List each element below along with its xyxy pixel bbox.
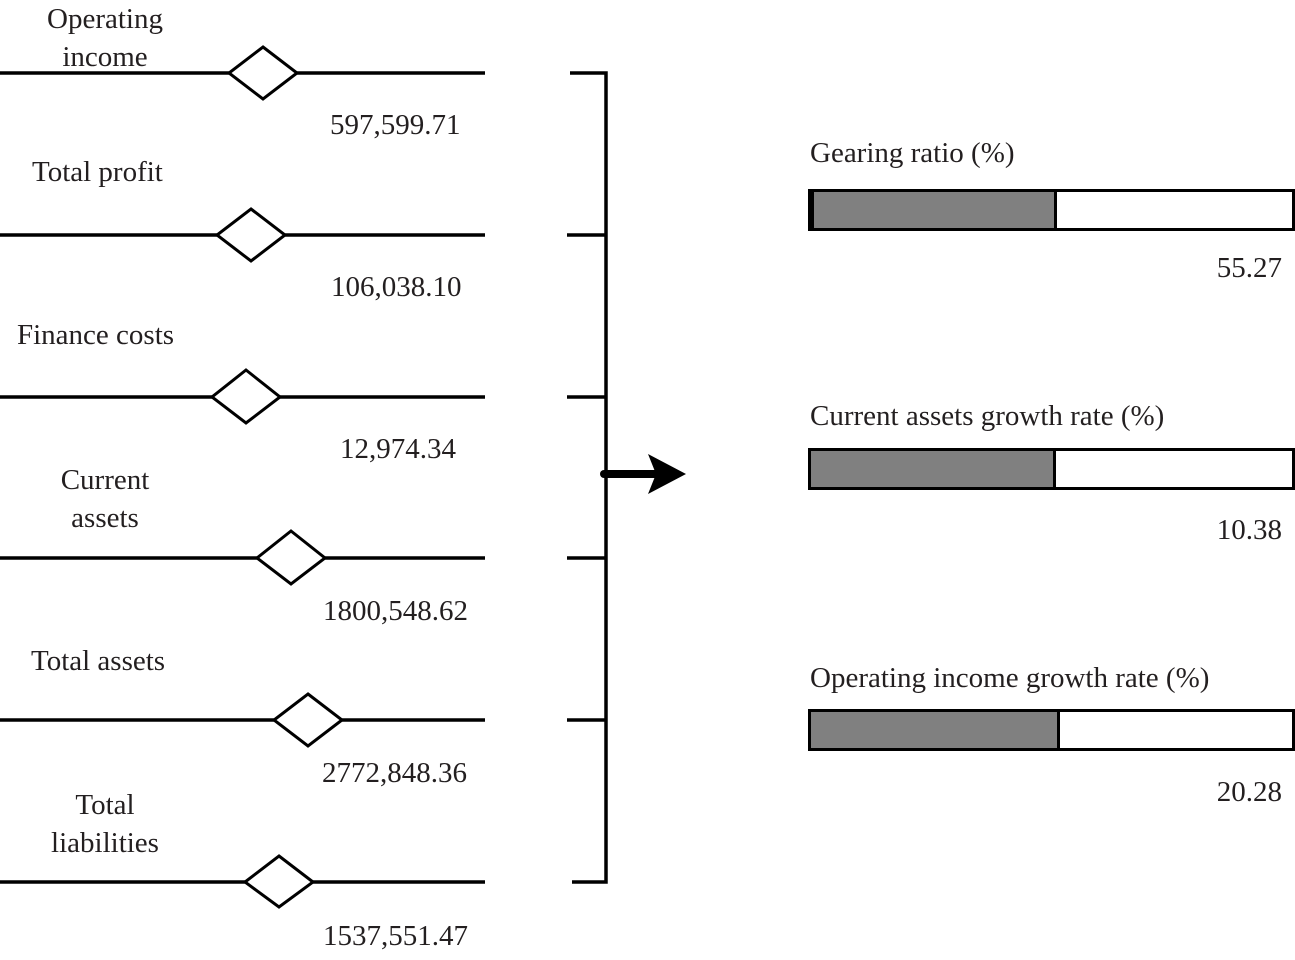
input-value-finance-costs: 12,974.34 [340, 433, 456, 465]
output-label-current-assets-growth: Current assets growth rate (%) [810, 400, 1165, 432]
operating-income-growth-bar-fill [811, 712, 1060, 748]
diamond-icon [271, 692, 345, 748]
output-value-gearing-ratio: 55.27 [1216, 252, 1282, 284]
diamond-icon [214, 207, 288, 263]
input-value-total-liabilities: 1537,551.47 [323, 920, 468, 952]
gearing-ratio-bar-fill [811, 192, 1057, 228]
input-label-total-liabilities: Total liabilities [51, 789, 159, 859]
operating-income-growth-bar [808, 709, 1295, 751]
input-label-operating-income: Operating income [47, 3, 163, 73]
diamond-icons [209, 45, 345, 909]
gearing-ratio-bar [808, 189, 1295, 231]
current-assets-growth-bar-fill [811, 451, 1056, 487]
output-value-current-assets-growth: 10.38 [1216, 514, 1282, 546]
arrow-right-icon [600, 454, 686, 494]
input-label-current-assets: Current assets [60, 464, 150, 534]
input-value-total-profit: 106,038.10 [331, 271, 462, 303]
output-value-operating-income-growth: 20.28 [1216, 776, 1282, 808]
input-label-total-assets: Total assets [31, 645, 166, 677]
output-label-operating-income-growth: Operating income growth rate (%) [810, 662, 1210, 694]
input-value-operating-income: 597,599.71 [330, 109, 461, 141]
diamond-icon [254, 529, 328, 586]
diamond-icon [242, 854, 316, 909]
input-value-total-assets: 2772,848.36 [322, 757, 467, 789]
input-label-finance-costs: Finance costs [17, 319, 175, 351]
diamond-icon [226, 45, 300, 101]
output-label-gearing-ratio: Gearing ratio (%) [810, 137, 1015, 169]
diamond-icon [209, 368, 283, 425]
input-label-total-profit: Total profit [32, 156, 163, 188]
current-assets-growth-bar [808, 448, 1295, 490]
bracket [567, 71, 608, 884]
input-value-current-assets: 1800,548.62 [323, 595, 468, 627]
